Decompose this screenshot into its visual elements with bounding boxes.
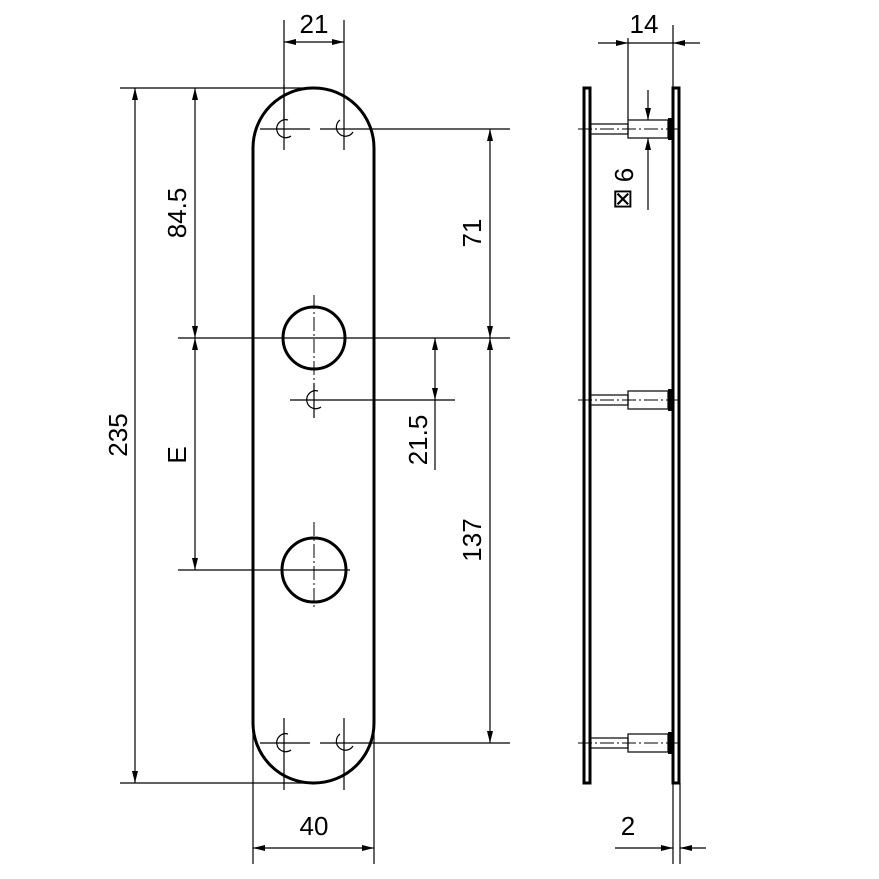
dim-label-21-5: 21.5 (403, 415, 433, 466)
dim-label-21: 21 (300, 9, 329, 39)
stud-bottom (578, 732, 680, 754)
handle-hole (178, 295, 510, 380)
side-view (578, 25, 706, 864)
dim-label-137: 137 (457, 518, 487, 561)
dim-label-235: 235 (103, 413, 133, 456)
dim-label-2: 2 (621, 811, 635, 841)
front-view (178, 20, 510, 790)
back-plate (582, 86, 592, 785)
front-plate (671, 86, 681, 785)
plate-outline (251, 86, 376, 785)
dim-label-E: E (162, 446, 192, 463)
dim-label-40: 40 (300, 811, 329, 841)
stud-top (578, 118, 680, 140)
dim-label-6: 6 (609, 168, 639, 182)
dimension-lines (120, 39, 493, 864)
key-hole (178, 522, 350, 610)
small-hole (290, 383, 455, 418)
dim-label-84-5: 84.5 (162, 188, 192, 239)
dim-label-14: 14 (630, 9, 659, 39)
stud-middle (578, 389, 680, 411)
dim-label-71: 71 (457, 219, 487, 248)
square-size-symbol: ⊠ (607, 188, 637, 210)
screw-hole-top-right (320, 20, 510, 150)
screw-hole-bottom-right (320, 718, 510, 790)
screw-hole-bottom-left (260, 718, 310, 790)
